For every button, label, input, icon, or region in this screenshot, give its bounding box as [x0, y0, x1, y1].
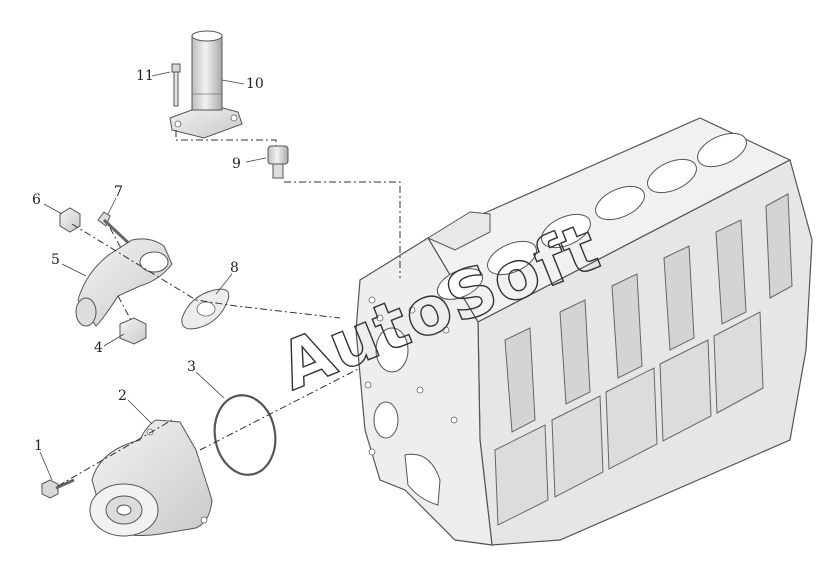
label-part-8: 8	[230, 260, 239, 276]
label-part-10: 10	[246, 76, 264, 92]
elbow-housing-part-5	[75, 238, 173, 327]
cylinder-bores	[436, 132, 747, 300]
label-part-1: 1	[34, 438, 43, 454]
label-part-6: 6	[32, 192, 41, 208]
leader-lines	[39, 71, 267, 481]
thermostat-part-9	[267, 145, 289, 179]
engine-block-front-face	[355, 237, 493, 546]
label-part-9: 9	[232, 156, 241, 172]
o-ring-part-3	[213, 394, 277, 476]
plug-part-4	[119, 317, 147, 345]
outlet-tube-part-10	[169, 30, 243, 139]
bolt-part-11	[171, 63, 181, 107]
label-part-3: 3	[187, 359, 196, 375]
block-front-openings	[373, 327, 441, 506]
label-part-5: 5	[51, 252, 60, 268]
label-part-11: 11	[136, 68, 154, 84]
block-crankcase-bays	[494, 311, 764, 526]
gasket-part-8	[181, 288, 230, 330]
label-part-7: 7	[114, 184, 123, 200]
water-pump-part-2	[89, 419, 213, 537]
block-front-bolt-holes	[364, 296, 458, 456]
engine-block-rear-flange	[426, 211, 491, 251]
engine-block	[355, 117, 813, 546]
label-part-2: 2	[118, 388, 127, 404]
bolt-part-1	[41, 478, 75, 499]
plug-part-6	[59, 207, 81, 233]
block-side-ribs	[504, 193, 793, 433]
assembly-lines	[57, 130, 401, 487]
label-part-4: 4	[94, 340, 103, 356]
part-labels: 1 2 3 4 5 6 7 8 9 10 11	[32, 68, 264, 454]
